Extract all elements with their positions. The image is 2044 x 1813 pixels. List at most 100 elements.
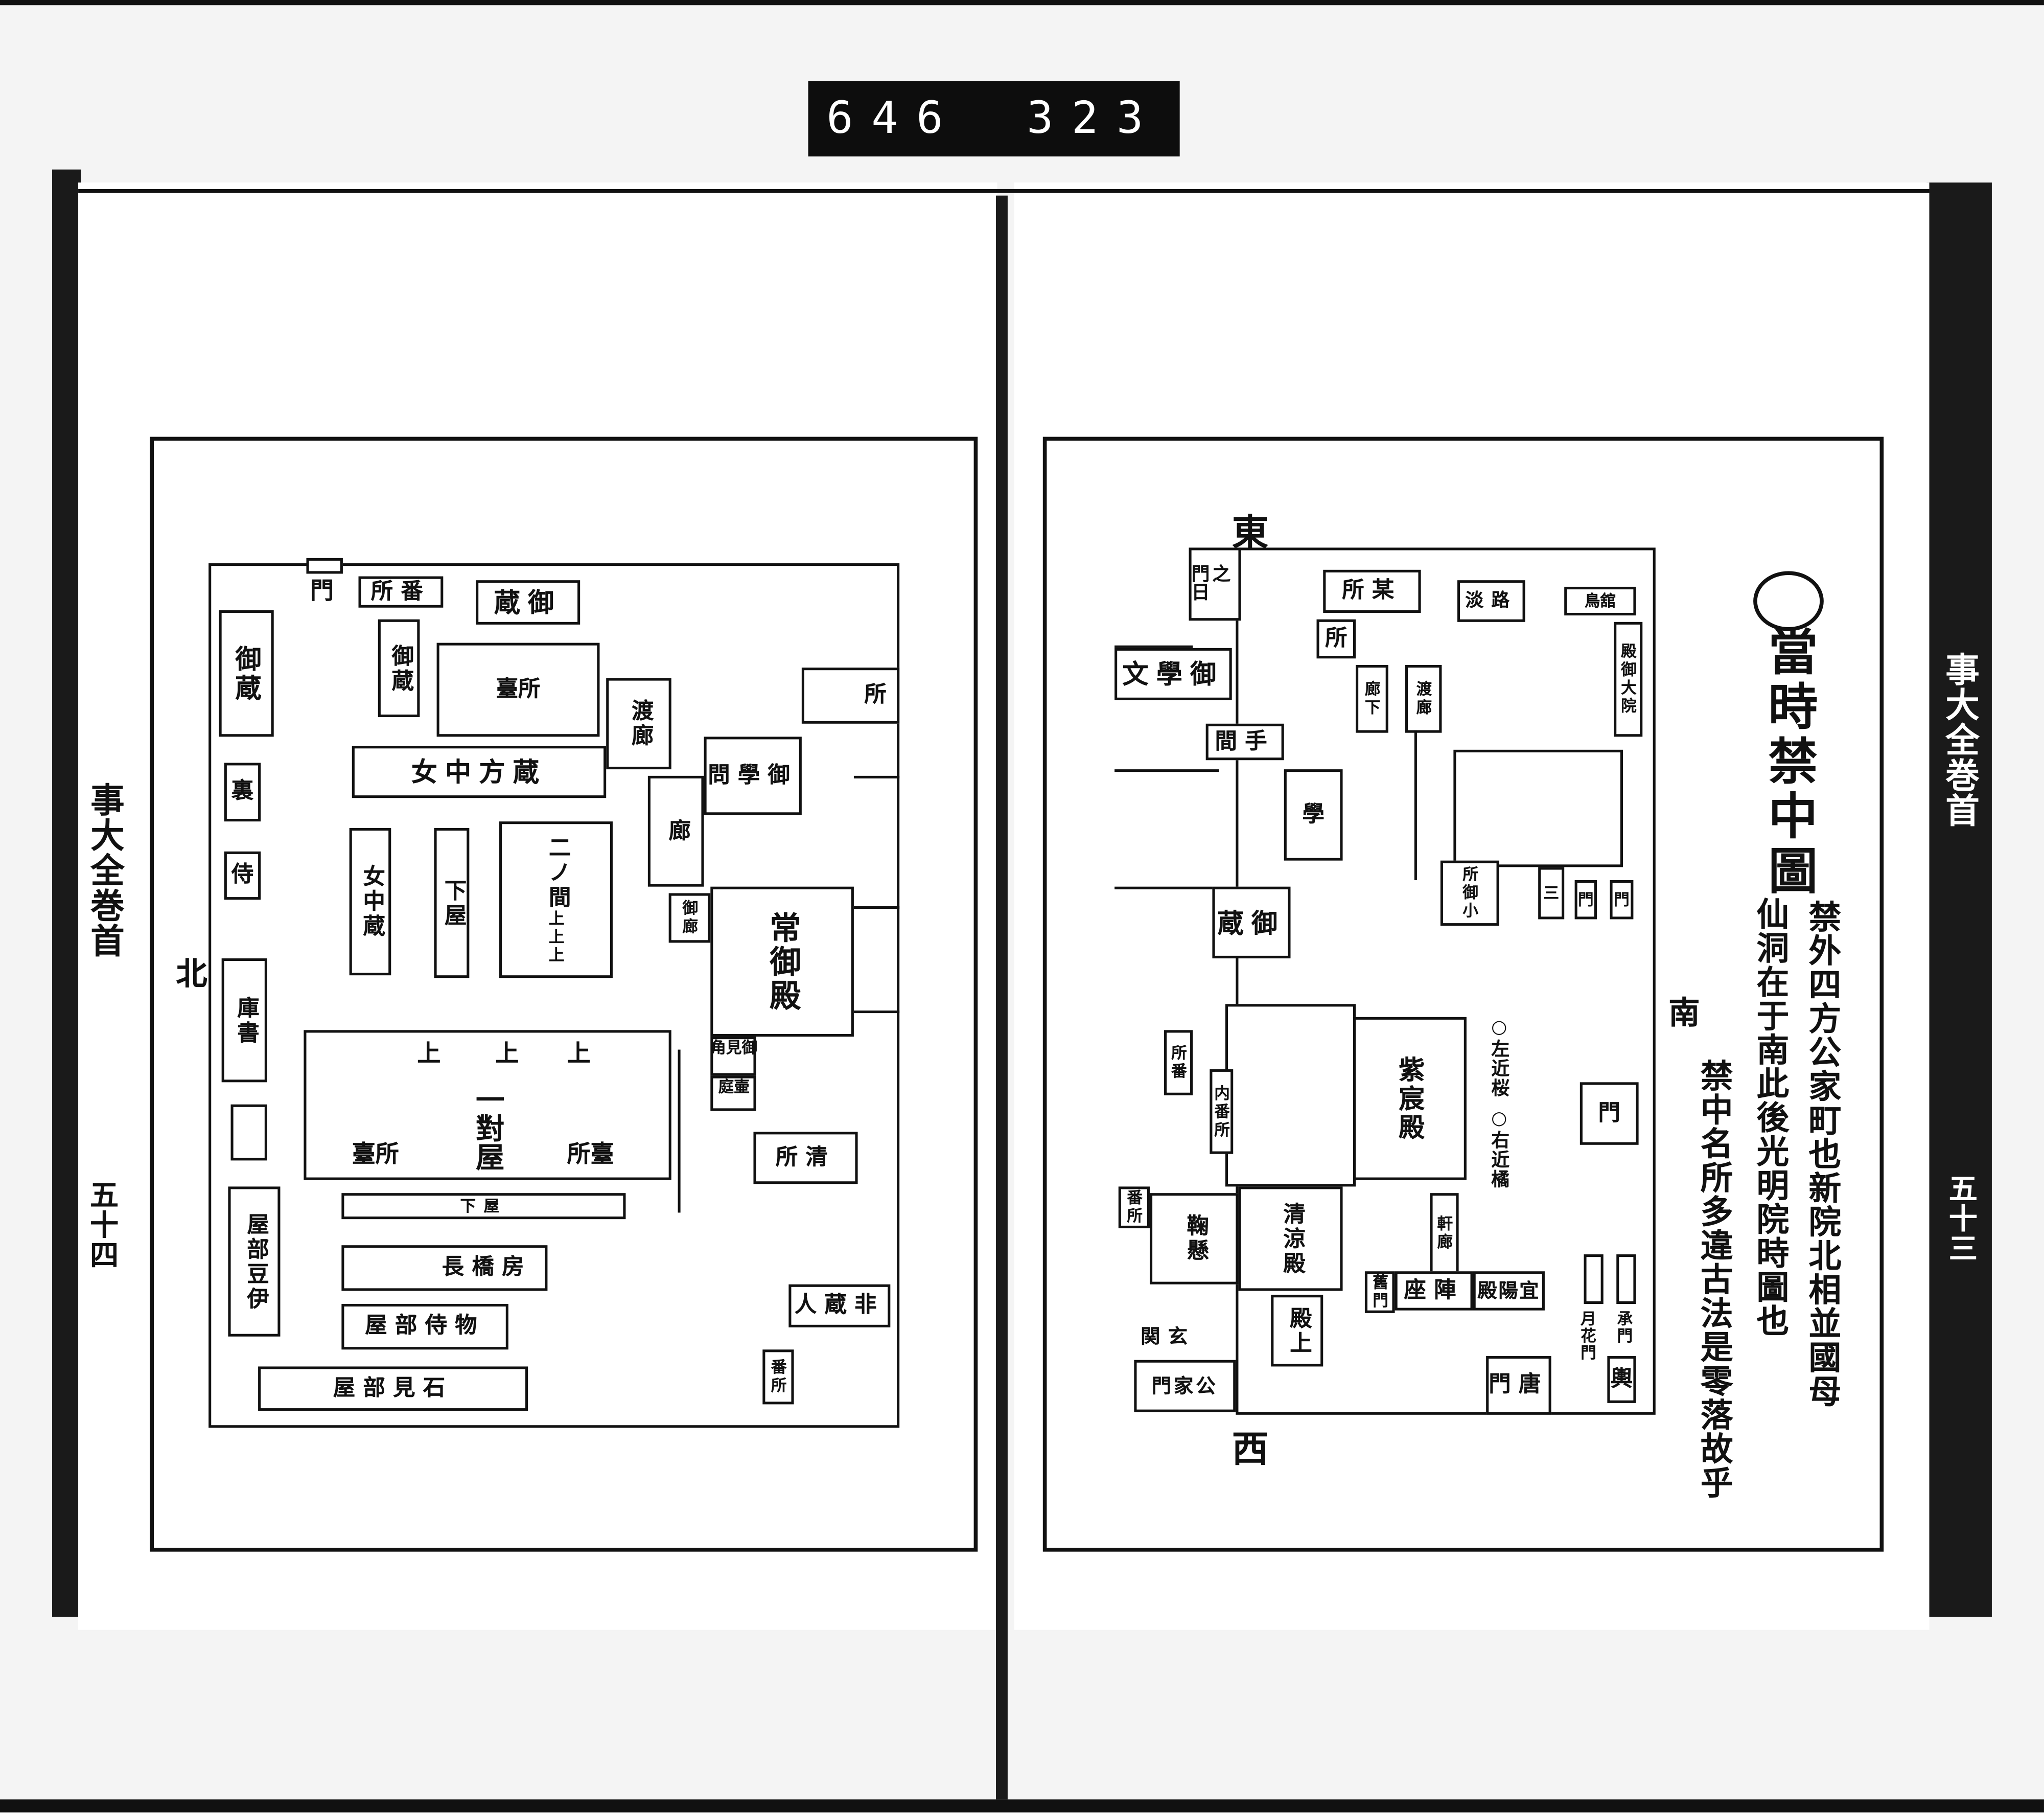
gallery: 廊 xyxy=(647,775,704,887)
compass-east: 東 xyxy=(1232,511,1269,555)
kitchen-a: 臺所 xyxy=(352,1141,399,1168)
right-orange-tree: ○右近橘 xyxy=(1489,1108,1510,1189)
upper-mark: 上 xyxy=(567,1040,591,1068)
text-column-1: 禁外四方公家町也新院北相並國母 xyxy=(1804,900,1842,1409)
pavilion: 淡路 xyxy=(1457,580,1525,622)
study-hall: 問學御 xyxy=(704,737,802,815)
tsune-goten: 常御殿 xyxy=(710,886,854,1037)
empty-building xyxy=(230,1104,267,1161)
giyoden: 殿陽宜 xyxy=(1473,1271,1545,1311)
shomei-gate: 承門 xyxy=(1615,1310,1634,1345)
wall-line xyxy=(853,1011,900,1014)
bottom-border xyxy=(0,1799,2044,1812)
ladies-storehouse-long: 女中方蔵 xyxy=(352,746,607,798)
nagahashi: 長橋房 xyxy=(341,1245,548,1291)
study-small: 學 xyxy=(1284,769,1343,861)
lower-house-long: 下屋 xyxy=(341,1193,626,1220)
attendant-quarters: 屋部侍物 xyxy=(341,1304,508,1350)
wall-line xyxy=(1114,645,1193,648)
bird-hall: 鳥舘 xyxy=(1564,586,1636,616)
top-border xyxy=(0,0,2044,6)
library: 庫書 xyxy=(221,958,267,1083)
wall-line xyxy=(1114,769,1219,772)
lower-house: 下屋 xyxy=(434,828,470,978)
office-west: 所番 xyxy=(1164,1030,1193,1095)
wall-line xyxy=(1114,886,1213,889)
courtyard-block xyxy=(1225,1004,1356,1187)
wall-line xyxy=(678,1049,681,1213)
left-cherry-tree: ○左近桜 xyxy=(1489,1017,1510,1098)
page-title: 當時禁中圖 xyxy=(1759,626,1819,900)
left-map-enclosure xyxy=(208,563,900,1428)
small-building-b: 門 xyxy=(1574,880,1597,920)
upper-marks: 上上上 xyxy=(547,909,565,965)
hand-room: 間手 xyxy=(1205,723,1284,761)
iwami-quarters: 屋部見石 xyxy=(258,1366,528,1411)
genkan: 関玄 xyxy=(1141,1324,1196,1348)
kemari-ground: 鞠懸 xyxy=(1149,1193,1239,1284)
storehouse-left: 御蔵 xyxy=(219,610,274,737)
gate-marker xyxy=(306,558,343,574)
corridor-gallery: 軒廊 xyxy=(1430,1193,1459,1274)
office-top: 所某 xyxy=(1323,569,1421,613)
text-column-2: 仙洞在于南此後光明院時圖也 xyxy=(1752,897,1790,1338)
upper-mark: 上 xyxy=(495,1040,519,1068)
right-map-enclosure xyxy=(1236,547,1656,1415)
imperial-study: 文學御 xyxy=(1114,648,1232,700)
guard-small: 番所 xyxy=(762,1349,794,1405)
pair-house: 上 上 上 一對屋 臺所 所臺 xyxy=(304,1030,671,1180)
kogosho: 所御小 xyxy=(1440,860,1499,926)
old-gate: 舊門 xyxy=(1364,1271,1395,1313)
gate-label: 門 xyxy=(310,578,334,605)
second-room: 二ノ間 上上上 xyxy=(499,821,613,978)
garden-hall: 壷庭 xyxy=(710,1075,756,1111)
wall-line xyxy=(853,906,900,909)
pair-house-label: 一對屋 xyxy=(470,1085,505,1171)
tsune-goten-complex xyxy=(1453,749,1623,867)
left-book-edge xyxy=(52,169,81,1617)
kitchen-b: 所臺 xyxy=(567,1141,614,1168)
right-book-edge xyxy=(1926,182,1992,1617)
counter-right: 323 xyxy=(1027,93,1162,145)
non-storehouse: 人蔵非 xyxy=(788,1284,891,1327)
counter-left: 646 xyxy=(826,93,962,145)
small-hall: 御廊 xyxy=(668,893,711,943)
corridor-a: 廊下 xyxy=(1356,665,1388,733)
upper-mark: 上 xyxy=(417,1040,441,1068)
compass-west: 西 xyxy=(1232,1428,1269,1471)
seiryoden: 清涼殿 xyxy=(1238,1186,1343,1291)
book-spine-gutter xyxy=(995,195,1008,1800)
rear: 裏 xyxy=(224,763,261,822)
gate-post-a xyxy=(1584,1254,1604,1304)
palanquin-gate: 輿 xyxy=(1607,1356,1636,1403)
nikka-gate: 門 xyxy=(1580,1082,1639,1145)
corridor-b: 渡廊 xyxy=(1405,665,1442,733)
moon-gate: 月花門 xyxy=(1578,1310,1597,1362)
page-top-edge xyxy=(78,189,1930,193)
right-page-number: 五十三 xyxy=(1943,1173,1978,1264)
guard-house: 所番 xyxy=(358,576,444,608)
viewing-hall: 御見角 xyxy=(708,1037,758,1076)
gate-post-b xyxy=(1616,1254,1636,1304)
west-guard-small: 番所 xyxy=(1118,1186,1150,1229)
ladies-storehouse: 女中蔵 xyxy=(349,828,391,976)
left-spine-title: 事大全巻首 xyxy=(84,782,124,958)
great-hall: 殿御大院 xyxy=(1614,622,1643,737)
kitchen: 臺所 xyxy=(436,642,600,737)
office-small: 所 xyxy=(1316,619,1356,659)
wall-line xyxy=(1414,730,1417,880)
title-circle-mark xyxy=(1753,571,1824,631)
clean-house: 所清 xyxy=(753,1132,858,1184)
kara-gate: 門唐 xyxy=(1486,1356,1551,1415)
small-building-a: 三 xyxy=(1538,867,1565,920)
corridor: 渡廊 xyxy=(606,678,671,770)
izu-quarters: 屋部豆伊 xyxy=(228,1186,281,1337)
storehouse: 蔵御 xyxy=(1212,886,1291,958)
office-right: 所 xyxy=(801,668,900,724)
shishinden: 紫宸殿 xyxy=(1353,1017,1467,1180)
jin-za: 座陣 xyxy=(1395,1271,1473,1311)
compass-south: 南 xyxy=(1668,993,1700,1031)
storehouse-top: 蔵御 xyxy=(476,580,580,625)
text-column-3: 禁中名所多違古法是零落故乎 xyxy=(1695,1059,1734,1500)
